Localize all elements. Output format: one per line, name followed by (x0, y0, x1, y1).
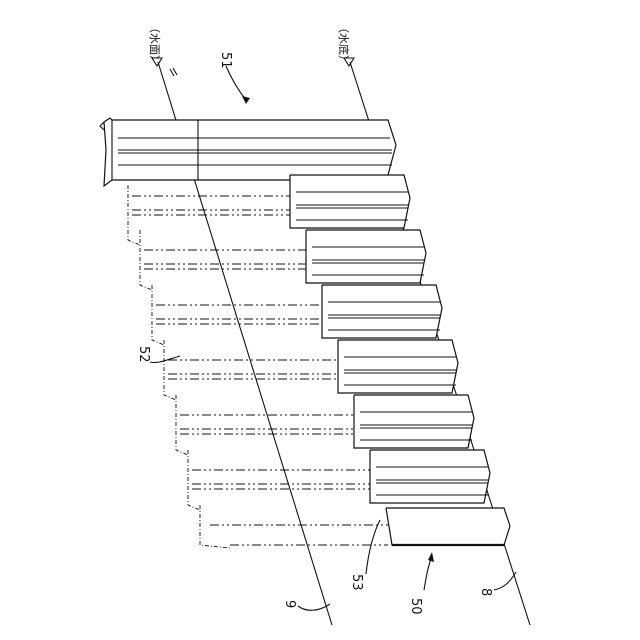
ref-label-52: 52 (136, 346, 151, 363)
ref-leader-53 (366, 520, 380, 574)
ref-leader-52 (150, 356, 180, 363)
ref-leader-8 (494, 572, 516, 590)
water-surface-tick (173, 68, 177, 75)
ref-leader-50 (424, 556, 432, 590)
water-surface-label: （水面） (148, 22, 161, 66)
water-bottom-label: （水底） (337, 22, 351, 66)
ref-arrow-50 (428, 552, 434, 562)
water-surface-tick (170, 69, 174, 76)
ref-label-51: 51 (218, 52, 233, 69)
ref-leader-9 (298, 604, 330, 610)
ref-leader-51 (226, 66, 246, 100)
ref-label-8: 8 (478, 588, 493, 596)
ref-label-53: 53 (349, 574, 364, 591)
ref-label-50: 50 (408, 598, 423, 615)
ref-label-9: 9 (282, 600, 297, 608)
ref-arrow-51 (242, 96, 250, 104)
